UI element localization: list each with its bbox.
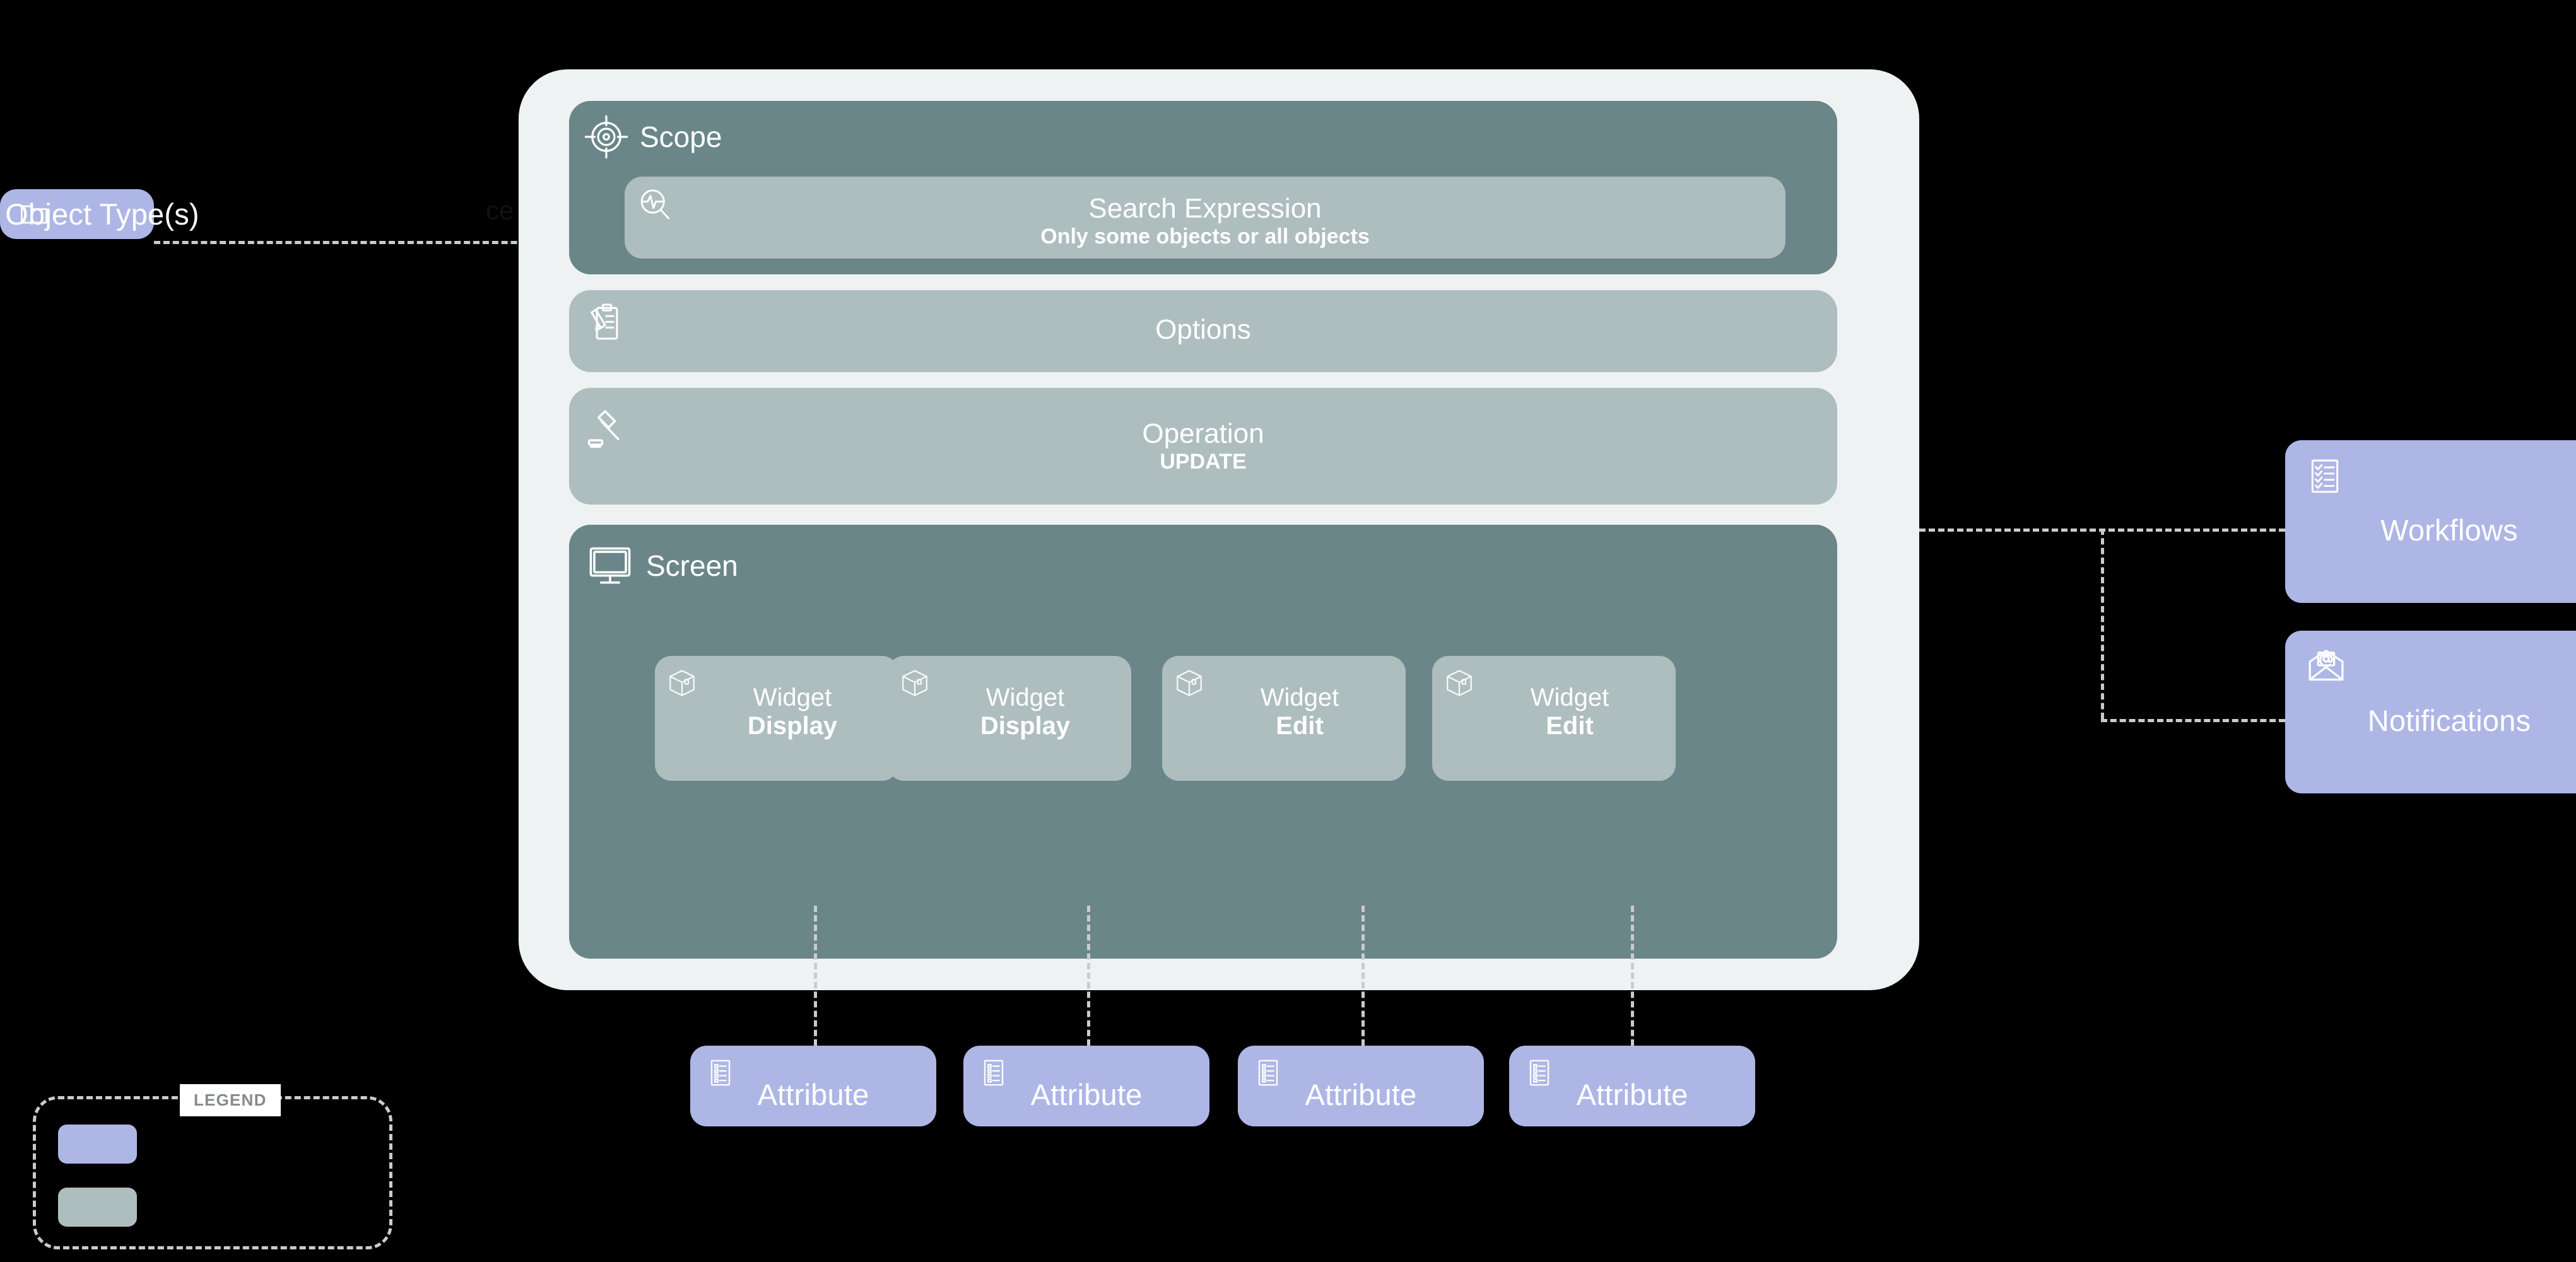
scope-title: Scope xyxy=(640,120,722,153)
legend-swatch-periwinkle xyxy=(58,1125,137,1164)
widget-mode: Display xyxy=(980,711,1071,740)
attribute-label: Attribute xyxy=(1305,1077,1417,1111)
workflows-node[interactable]: Workflows xyxy=(2285,440,2576,603)
screen-section[interactable]: Screen Widget Display xyxy=(569,525,1837,959)
envelope-at-icon xyxy=(2304,645,2348,686)
connector-branch-vertical xyxy=(2101,529,2104,719)
legend-swatch-sage xyxy=(58,1188,137,1227)
attribute-label: Attribute xyxy=(1030,1077,1143,1111)
attribute-node[interactable]: Attribute xyxy=(1509,1046,1755,1126)
connector-branch-to-notifications xyxy=(2101,719,2285,722)
widget-name: Widget xyxy=(985,684,1065,711)
list-icon xyxy=(1253,1055,1283,1091)
scope-section[interactable]: Scope Search Expression Only some object… xyxy=(569,101,1837,274)
widget-card[interactable]: Widget Display xyxy=(655,656,898,781)
attribute-node[interactable]: Attribute xyxy=(963,1046,1209,1126)
legend-item xyxy=(58,1188,152,1227)
search-expression-subtitle: Only some objects or all objects xyxy=(1040,225,1370,249)
search-expression-card[interactable]: Search Expression Only some objects or a… xyxy=(625,177,1785,259)
list-icon xyxy=(1524,1055,1555,1091)
object-type-node[interactable]: Object Type(s) xyxy=(0,189,199,239)
package-icon xyxy=(899,667,931,699)
legend: LEGEND xyxy=(33,1084,392,1249)
widget-card[interactable]: Widget Edit xyxy=(1162,656,1406,781)
operation-title: Operation xyxy=(1142,418,1264,449)
connector-objecttype-to-container xyxy=(154,241,564,244)
target-icon xyxy=(583,114,630,160)
folder-icon xyxy=(16,197,52,230)
checklist-icon xyxy=(2305,454,2344,498)
package-icon xyxy=(1444,667,1475,699)
widget-name: Widget xyxy=(1530,684,1609,711)
widget-card[interactable]: Widget Edit xyxy=(1432,656,1676,781)
gavel-icon xyxy=(584,406,632,453)
object-type-label: Object Type(s) xyxy=(5,197,199,231)
widget-card[interactable]: Widget Display xyxy=(888,656,1131,781)
widget-mode: Display xyxy=(747,711,838,740)
attribute-node[interactable]: Attribute xyxy=(690,1046,936,1126)
connector-widget-attribute xyxy=(1087,906,1090,1046)
search-pulse-icon xyxy=(636,185,676,226)
attribute-label: Attribute xyxy=(757,1077,869,1111)
package-icon xyxy=(1173,667,1205,699)
connector-widget-attribute xyxy=(1631,906,1634,1046)
connector-widget-attribute xyxy=(814,906,817,1046)
package-icon xyxy=(666,667,698,699)
monitor-icon xyxy=(585,541,635,590)
legend-item xyxy=(58,1125,152,1164)
screen-title: Screen xyxy=(646,549,738,582)
operation-value: UPDATE xyxy=(1160,450,1247,474)
widget-mode: Edit xyxy=(1546,711,1594,740)
attribute-label: Attribute xyxy=(1576,1077,1688,1111)
connector-widget-attribute xyxy=(1362,906,1365,1046)
workflows-label: Workflows xyxy=(2380,513,2518,547)
attribute-node[interactable]: Attribute xyxy=(1238,1046,1484,1126)
list-icon xyxy=(979,1055,1009,1091)
notifications-node[interactable]: Notifications xyxy=(2285,631,2576,793)
widget-name: Widget xyxy=(753,684,832,711)
notifications-label: Notifications xyxy=(2367,703,2531,737)
widget-mode: Edit xyxy=(1276,711,1324,740)
clipped-caption: ce xyxy=(486,196,514,225)
clipboard-pencil-icon xyxy=(585,301,628,344)
list-icon xyxy=(705,1055,736,1091)
legend-title: LEGEND xyxy=(180,1084,281,1116)
widget-name: Widget xyxy=(1260,684,1339,711)
options-section[interactable]: Options xyxy=(569,290,1837,372)
options-title: Options xyxy=(1155,314,1251,345)
search-expression-title: Search Expression xyxy=(1088,193,1322,224)
action-container: Scope Search Expression Only some object… xyxy=(519,69,1919,990)
operation-section[interactable]: Operation UPDATE xyxy=(569,388,1837,505)
